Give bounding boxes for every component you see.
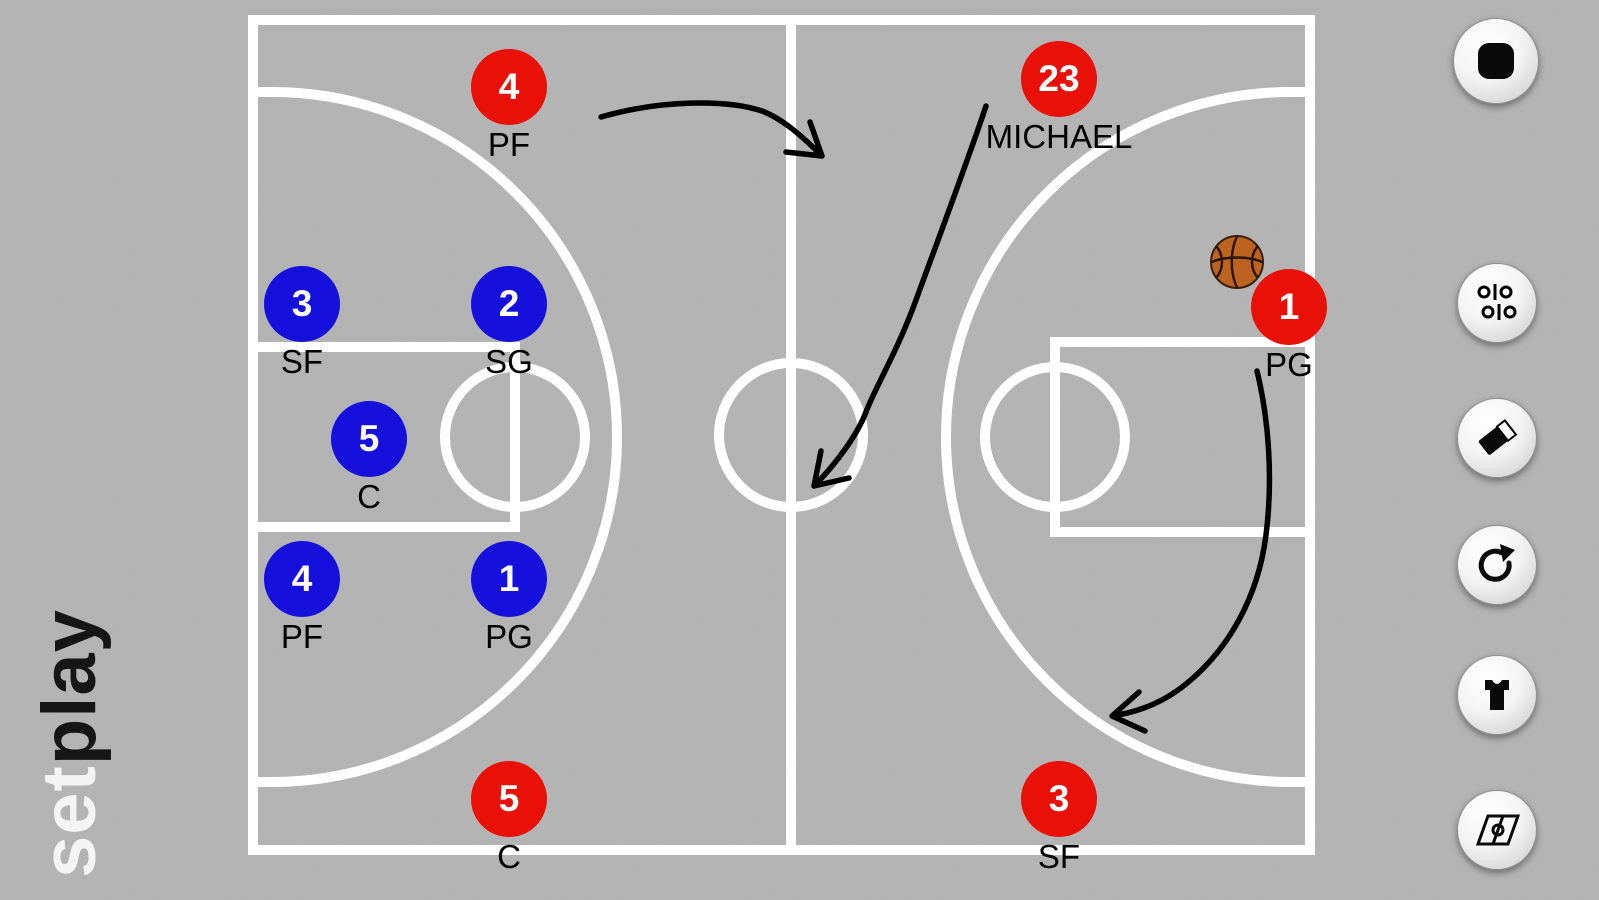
player-role-label: PG (485, 618, 533, 655)
lineup-icon (1477, 284, 1517, 320)
player-role-label: SF (280, 343, 324, 380)
player-number: 4 (291, 558, 313, 599)
player-role-label: C (357, 478, 381, 515)
player-number: 1 (498, 558, 520, 599)
cut-arrow-2 (811, 103, 989, 489)
player-number: 3 (291, 283, 313, 324)
player-role-label: PG (1265, 346, 1313, 383)
player-circle[interactable]: 4 (264, 541, 340, 617)
jersey-button[interactable] (1457, 655, 1537, 735)
player-circle[interactable]: 1 (471, 541, 547, 617)
player-number: 5 (498, 778, 520, 819)
player-role-label: PF (487, 126, 531, 163)
app-logo: setplay (26, 609, 113, 878)
refresh-icon (1478, 544, 1515, 582)
player-marker[interactable]: 5 C (471, 761, 547, 879)
cut-arrow-3 (1109, 368, 1273, 734)
player-marker[interactable]: 5 C (331, 401, 407, 519)
player-marker[interactable]: 3 SF (1021, 761, 1097, 879)
player-marker[interactable]: 23 MICHAEL (986, 41, 1132, 159)
player-marker[interactable]: 3 SF (264, 266, 340, 384)
player-circle[interactable]: 5 (471, 761, 547, 837)
player-role-label: PF (280, 618, 324, 655)
player-number: 5 (358, 418, 380, 459)
court-view-button[interactable] (1457, 790, 1537, 870)
player-marker[interactable]: 2 SG (471, 266, 547, 384)
player-circle[interactable]: 3 (264, 266, 340, 342)
refresh-button[interactable] (1457, 525, 1537, 605)
player-role-label: MICHAEL (985, 118, 1133, 155)
eraser-icon (1478, 419, 1518, 455)
player-number: 1 (1278, 286, 1300, 327)
player-circle[interactable]: 23 (1021, 41, 1097, 117)
player-marker[interactable]: 4 PF (471, 49, 547, 167)
player-number: 2 (498, 283, 520, 324)
player-number: 4 (498, 66, 520, 107)
left-three-point-arc (253, 87, 622, 787)
player-number: 3 (1048, 778, 1070, 819)
basketball-icon[interactable] (1208, 233, 1266, 291)
court-boundary (248, 15, 1315, 855)
lineup-button[interactable] (1457, 263, 1537, 343)
jersey-icon (1485, 680, 1509, 710)
player-circle[interactable]: 4 (471, 49, 547, 125)
app-logo-set: set (27, 765, 112, 878)
record-button[interactable] (1453, 18, 1539, 104)
player-role-label: SF (1037, 838, 1081, 875)
player-circle[interactable]: 3 (1021, 761, 1097, 837)
eraser-button[interactable] (1457, 398, 1537, 478)
player-number: 23 (1038, 58, 1080, 99)
player-marker[interactable]: 4 PF (264, 541, 340, 659)
player-role-label: C (497, 838, 521, 875)
app-logo-play: play (27, 609, 112, 766)
player-circle[interactable]: 5 (331, 401, 407, 477)
player-role-label: SG (485, 343, 533, 380)
player-circle[interactable]: 2 (471, 266, 547, 342)
record-icon (1478, 43, 1514, 79)
court-icon (1475, 814, 1521, 846)
court-lines (248, 15, 1315, 855)
play-arrows (598, 100, 1273, 734)
player-marker[interactable]: 1 PG (471, 541, 547, 659)
